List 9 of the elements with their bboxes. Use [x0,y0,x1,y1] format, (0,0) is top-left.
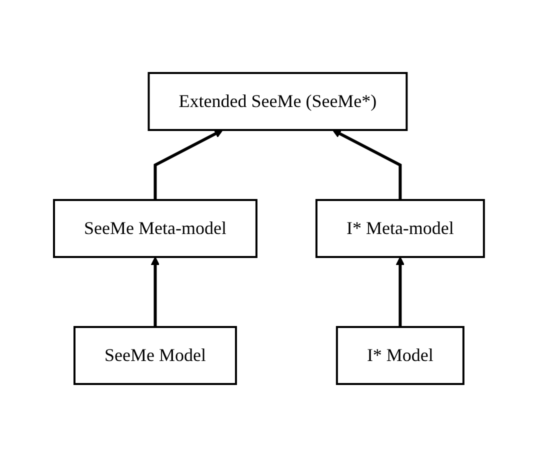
arrow [154,129,224,200]
node-box: I* Model [336,326,464,384]
node-box: SeeMe Model [74,326,237,384]
arrow [396,256,405,326]
node-box: I* Meta-model [315,198,485,258]
arrow [150,256,160,326]
arrow [332,129,402,200]
node-box: SeeMe Meta-model [53,198,258,258]
node-box: Extended SeeMe (SeeMe*) [148,72,408,130]
